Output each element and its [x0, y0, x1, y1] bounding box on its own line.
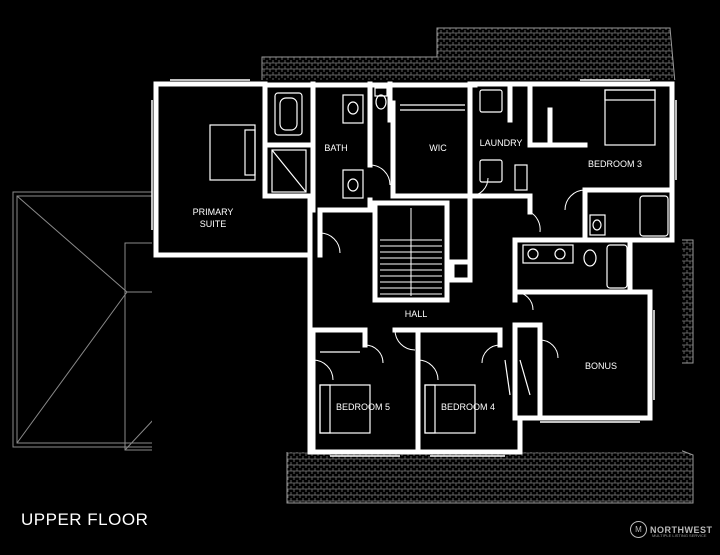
- logo-mark-icon: M: [630, 521, 647, 539]
- room-label-laundry: LAUNDRY: [480, 138, 523, 148]
- room-label-primary-suite: PRIMARY: [193, 207, 234, 217]
- logo-wordmark: NORTHWEST: [650, 524, 713, 535]
- room-label-primary-suite-2: SUITE: [200, 219, 227, 229]
- room-label-hall: HALL: [405, 309, 428, 319]
- room-label-bath: BATH: [324, 143, 347, 153]
- windows: [151, 79, 677, 457]
- room-label-bonus: BONUS: [585, 361, 617, 371]
- doors: [312, 164, 586, 381]
- room-label-bedroom-3: BEDROOM 3: [588, 159, 642, 169]
- room-label-wic: WIC: [429, 143, 447, 153]
- room-label-bedroom-5: BEDROOM 5: [336, 402, 390, 412]
- floor-title: UPPER FLOOR: [21, 510, 149, 529]
- logo-tagline: MULTIPLE LISTING SERVICE: [652, 533, 707, 538]
- room-label-bedroom-4: BEDROOM 4: [441, 402, 495, 412]
- walls: [153, 81, 675, 455]
- fixtures: [209, 87, 669, 434]
